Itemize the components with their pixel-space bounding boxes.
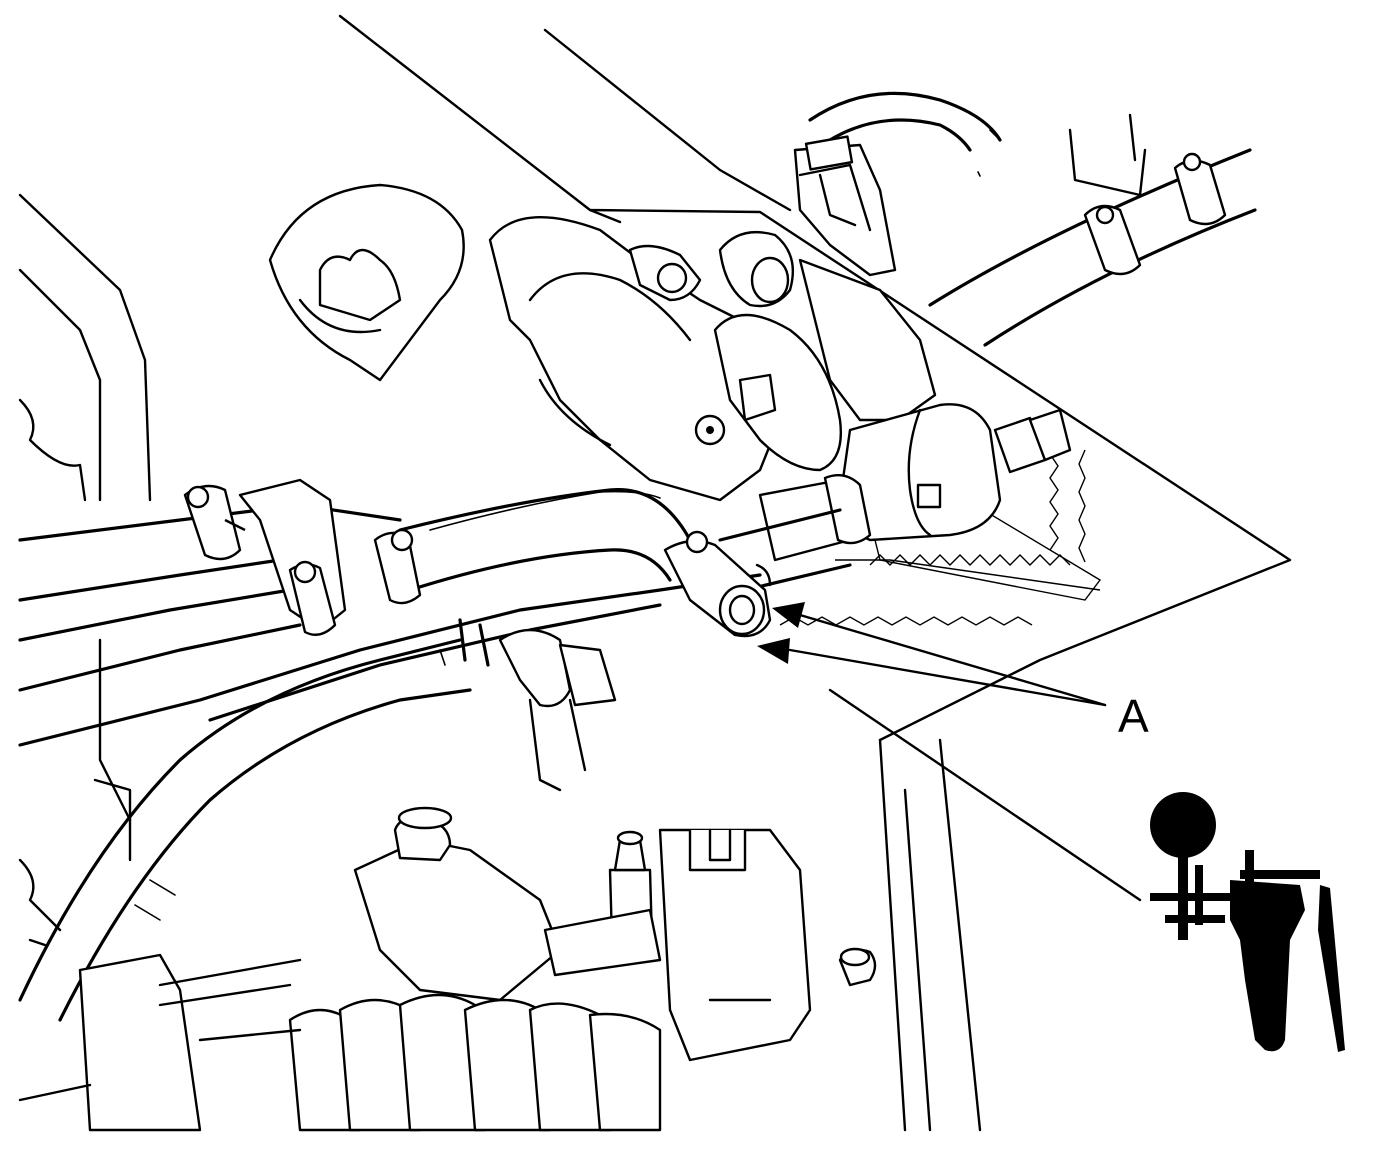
engine-body-outlines — [18, 14, 1292, 1132]
callout-label-a: A — [1118, 690, 1149, 742]
fitting-a — [663, 530, 772, 638]
lower-hose — [18, 618, 617, 1022]
callout-leaders — [757, 602, 1142, 902]
pipe-bundle — [18, 478, 852, 747]
upper-hose-and-connector — [793, 91, 1257, 347]
lower-components — [18, 806, 877, 1132]
hand-vacuum-pump-icon — [1150, 792, 1345, 1052]
vacuum-valve-assembly — [488, 215, 1072, 562]
